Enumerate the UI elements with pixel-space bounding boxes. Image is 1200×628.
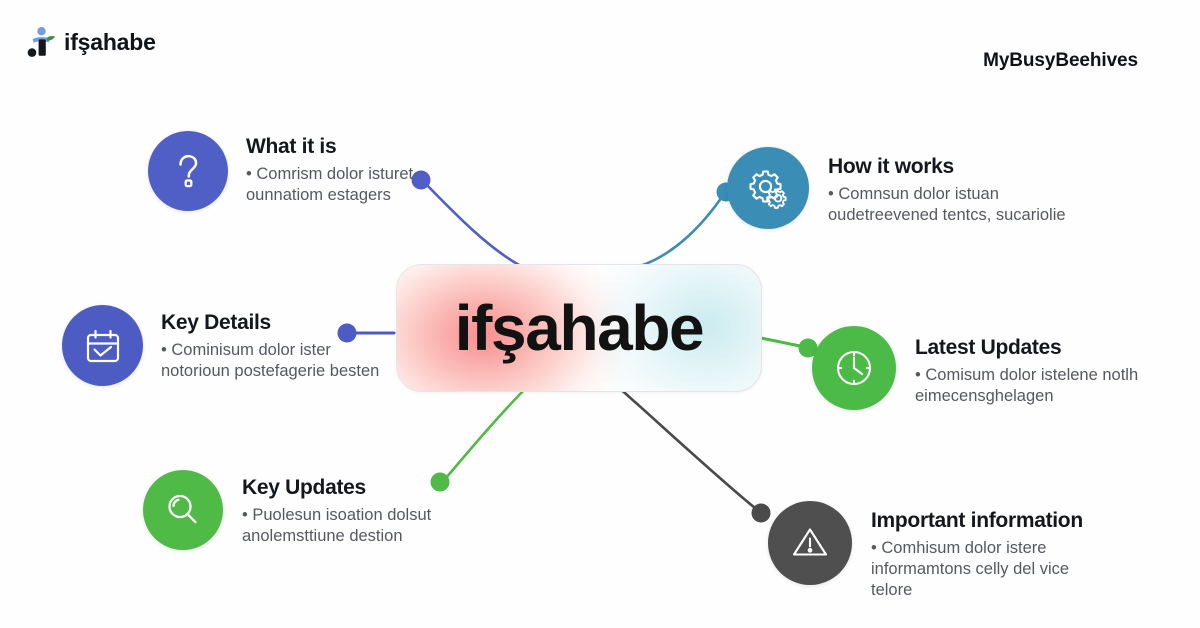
node-text-important-info: Important information • Comhisum dolor i… bbox=[871, 501, 1111, 601]
brand-logo: ifşahabe bbox=[26, 26, 156, 58]
connector-dot-key-details bbox=[337, 323, 357, 343]
node-icon-bubble-latest-updates bbox=[812, 326, 896, 410]
node-body: • Comrism dolor isturet ounnatiom estage… bbox=[246, 165, 414, 205]
connector-dot-important-info bbox=[751, 503, 771, 523]
node-icon-bubble-key-updates bbox=[143, 470, 223, 550]
node-body: • Comisum dolor istelene notlh eimecensg… bbox=[915, 366, 1139, 406]
node-latest-updates[interactable]: Latest Updates • Comisum dolor istelene … bbox=[812, 326, 1155, 410]
node-what-it-is[interactable]: What it is • Comrism dolor isturet ounna… bbox=[148, 131, 486, 211]
calendar-check-icon bbox=[86, 329, 119, 362]
node-key-details[interactable]: Key Details • Cominisum dolor ister noto… bbox=[62, 305, 401, 386]
node-text-key-details: Key Details • Cominisum dolor ister noto… bbox=[161, 305, 401, 382]
node-how-it-works[interactable]: How it works • Comnsun dolor istuan oude… bbox=[727, 147, 1068, 229]
node-title: Important information bbox=[871, 509, 1083, 532]
connector-dot-what-it-is bbox=[411, 170, 431, 190]
center-card: ifşahabe bbox=[396, 264, 762, 392]
node-title: Latest Updates bbox=[915, 336, 1062, 359]
gears-icon bbox=[749, 170, 787, 209]
node-icon-bubble-what-it-is bbox=[148, 131, 228, 211]
node-body: • Puolesun isoation dolsut anolemsttiune… bbox=[242, 506, 432, 546]
node-text-key-updates: Key Updates • Puolesun isoation dolsut a… bbox=[242, 470, 482, 547]
node-body: • Cominisum dolor ister notorioun postef… bbox=[161, 341, 380, 381]
node-text-how-it-works: How it works • Comnsun dolor istuan oude… bbox=[828, 147, 1068, 226]
node-key-updates[interactable]: Key Updates • Puolesun isoation dolsut a… bbox=[143, 470, 482, 550]
connector-dot-key-updates bbox=[430, 472, 450, 492]
clock-icon bbox=[836, 350, 872, 386]
partner-label: MyBusyBeehives bbox=[983, 50, 1138, 71]
person-figure-icon bbox=[27, 27, 55, 57]
magnifier-icon bbox=[168, 494, 197, 524]
question-mark-icon bbox=[179, 154, 198, 188]
center-title: ifşahabe bbox=[454, 292, 705, 364]
node-title: How it works bbox=[828, 155, 954, 178]
node-body: • Comnsun dolor istuan oudetreevened ten… bbox=[828, 185, 1066, 225]
node-title: Key Updates bbox=[242, 476, 366, 499]
node-text-latest-updates: Latest Updates • Comisum dolor istelene … bbox=[915, 326, 1155, 407]
node-body: • Comhisum dolor istere informamtons cel… bbox=[871, 539, 1070, 600]
connector-dot-latest-updates bbox=[798, 338, 818, 358]
node-icon-bubble-important-info bbox=[768, 501, 852, 585]
node-icon-bubble-key-details bbox=[62, 305, 143, 386]
node-icon-bubble-how-it-works bbox=[727, 147, 809, 229]
node-important-info[interactable]: Important information • Comhisum dolor i… bbox=[768, 501, 1111, 601]
node-title: Key Details bbox=[161, 311, 271, 334]
node-text-what-it-is: What it is • Comrism dolor isturet ounna… bbox=[246, 131, 486, 206]
warning-triangle-icon bbox=[792, 528, 828, 556]
node-title: What it is bbox=[246, 135, 337, 158]
brand-name: ifşahabe bbox=[64, 28, 156, 55]
